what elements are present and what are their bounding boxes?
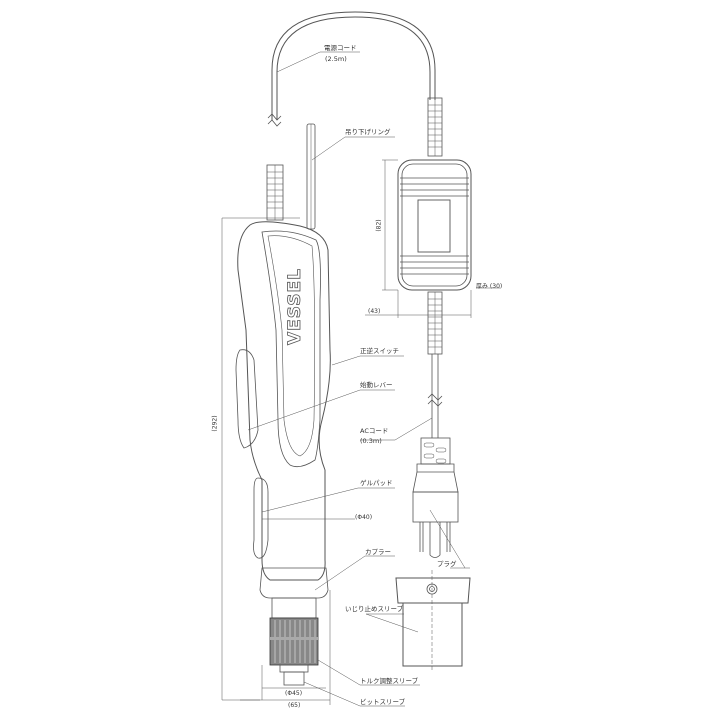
grip-diameter-dimension: (Φ40) [355,514,373,521]
sleeve-diameter-dimension: (Φ45) [285,690,303,697]
box-thickness-dimension: 厚み (30) [476,283,503,290]
tamper-sleeve-label: いじり止めスリーブ [345,605,404,613]
brand-logo: VESSEL [285,268,306,346]
ac-cord-label: ACコード [360,427,389,435]
power-cord-label: 電源コード [324,44,357,52]
box-height-dimension: (82) [375,219,383,232]
plug-label: プラグ [437,560,457,568]
gel-pad-label: ゲルパッド [360,479,393,487]
bit-sleeve-label: ビットスリーブ [360,698,406,706]
start-lever-label: 始動レバー [360,381,393,389]
base-width-dimension: (65) [288,702,301,709]
torque-sleeve-label: トルク調整スリーブ [360,677,419,685]
coupler-label: カプラー [365,548,391,556]
total-length-dimension: (292) [211,415,219,432]
forward-reverse-switch-label: 正逆スイッチ [360,347,399,355]
ac-cord-length: (0.3m) [360,437,382,445]
box-width-dimension: (43) [368,308,381,315]
power-cord-length: (2.5m) [325,55,347,63]
hanging-ring-label: 吊り下げリング [345,128,391,136]
